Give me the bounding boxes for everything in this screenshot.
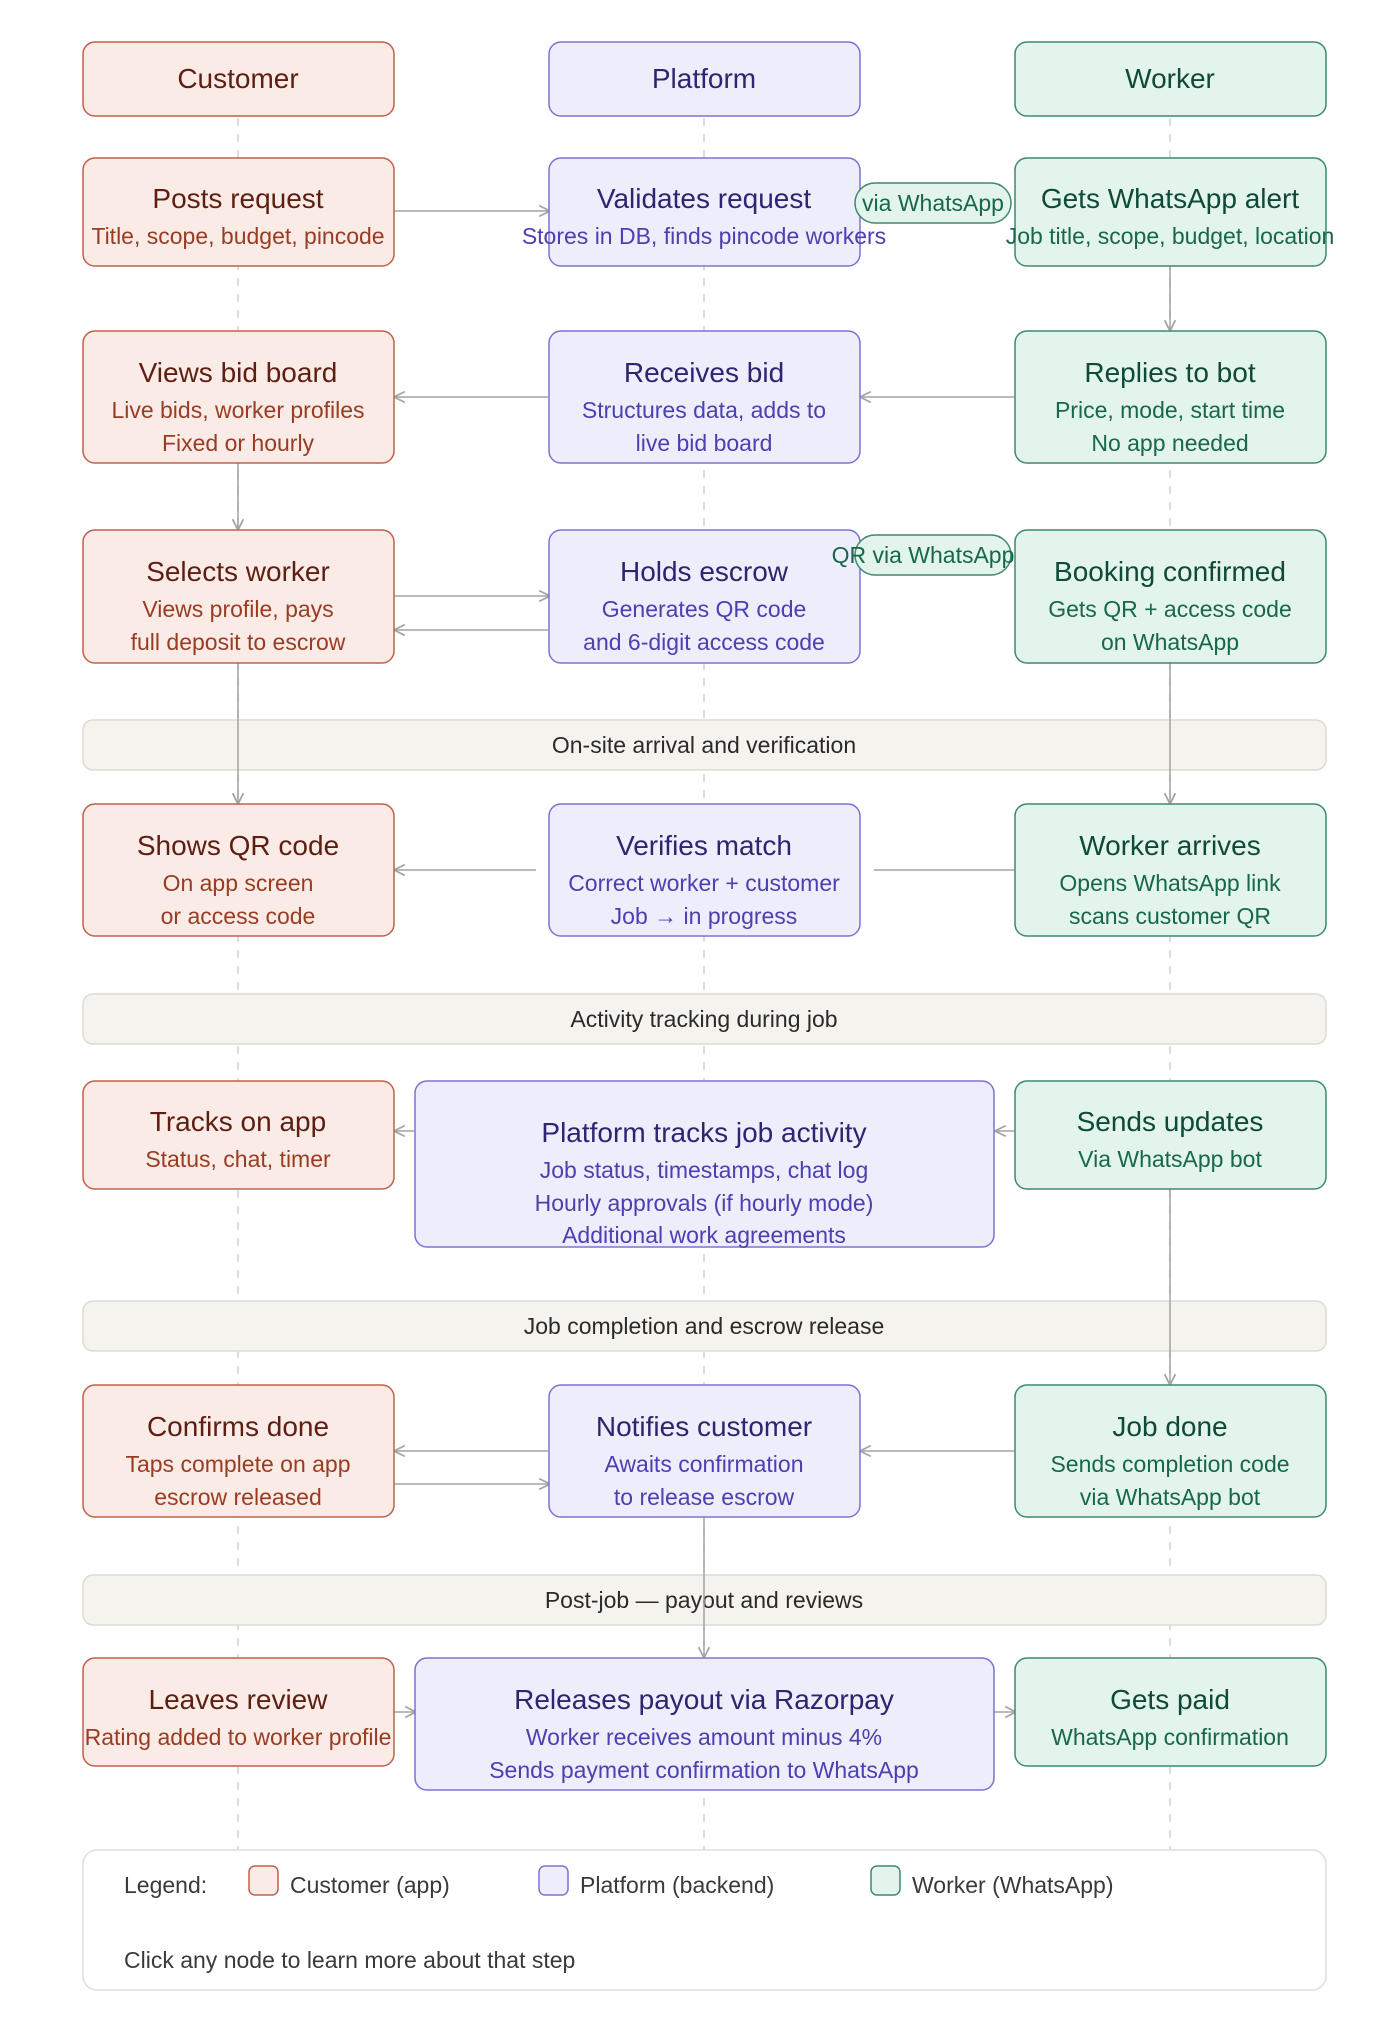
node-booking-confirmed[interactable]: Booking confirmed Gets QR + access code … bbox=[1014, 529, 1327, 664]
node-job-done[interactable]: Job done Sends completion code via Whats… bbox=[1014, 1384, 1327, 1518]
legend-swatch-worker bbox=[870, 1865, 901, 1896]
node-releases-payout[interactable]: Releases payout via Razorpay Worker rece… bbox=[414, 1657, 995, 1791]
node-gets-paid[interactable]: Gets paid WhatsApp confirmation bbox=[1014, 1657, 1327, 1767]
node-verifies-match[interactable]: Verifies match Correct worker + customer… bbox=[548, 803, 861, 937]
node-views-bid-board[interactable]: Views bid board Live bids, worker profil… bbox=[82, 330, 395, 464]
node-leaves-review[interactable]: Leaves review Rating added to worker pro… bbox=[82, 1657, 395, 1767]
node-gets-whatsapp-alert[interactable]: Gets WhatsApp alert Job title, scope, bu… bbox=[1006, 157, 1335, 267]
edge-label-via-whatsapp: via WhatsApp bbox=[854, 182, 1012, 224]
node-notifies-customer[interactable]: Notifies customer Awaits confirmation to… bbox=[548, 1384, 861, 1518]
node-selects-worker[interactable]: Selects worker Views profile, pays full … bbox=[82, 529, 395, 664]
lane-header-platform-label: Platform bbox=[652, 63, 756, 94]
phase-band-completion-label: Job completion and escrow release bbox=[524, 1313, 885, 1339]
legend: Legend: Customer (app) Platform (backend… bbox=[82, 1849, 1327, 1991]
edge-label-text: QR via WhatsApp bbox=[832, 542, 1015, 568]
legend-swatch-customer bbox=[248, 1865, 279, 1896]
legend-customer-label: Customer (app) bbox=[290, 1872, 450, 1898]
phase-band-completion: Job completion and escrow release bbox=[82, 1300, 1327, 1352]
edge-label-qr-via-whatsapp: QR via WhatsApp bbox=[832, 534, 1015, 576]
phase-band-arrival-label: On-site arrival and verification bbox=[552, 732, 856, 758]
lane-header-worker-label: Worker bbox=[1125, 63, 1215, 94]
legend-hint: Click any node to learn more about that … bbox=[124, 1947, 575, 1973]
legend-platform-label: Platform (backend) bbox=[580, 1872, 774, 1898]
node-replies-to-bot[interactable]: Replies to bot Price, mode, start time N… bbox=[1014, 330, 1327, 464]
lane-header-platform: Platform bbox=[548, 41, 861, 117]
node-posts-request[interactable]: Posts request Title, scope, budget, pinc… bbox=[82, 157, 395, 267]
legend-worker-label: Worker (WhatsApp) bbox=[912, 1872, 1114, 1898]
phase-band-arrival: On-site arrival and verification bbox=[82, 719, 1327, 771]
phase-band-activity: Activity tracking during job bbox=[82, 993, 1327, 1045]
node-sends-updates[interactable]: Sends updates Via WhatsApp bot bbox=[1014, 1080, 1327, 1190]
node-holds-escrow[interactable]: Holds escrow Generates QR code and 6-dig… bbox=[548, 529, 861, 664]
node-platform-tracks-activity[interactable]: Platform tracks job activity Job status,… bbox=[414, 1080, 995, 1248]
node-shows-qr-code[interactable]: Shows QR code On app screen or access co… bbox=[82, 803, 395, 937]
phase-band-activity-label: Activity tracking during job bbox=[570, 1006, 837, 1032]
node-receives-bid[interactable]: Receives bid Structures data, adds to li… bbox=[548, 330, 861, 464]
lane-header-customer: Customer bbox=[82, 41, 395, 117]
connectors bbox=[238, 211, 1170, 1712]
node-tracks-on-app[interactable]: Tracks on app Status, chat, timer bbox=[82, 1080, 395, 1190]
legend-swatch-platform bbox=[538, 1865, 569, 1896]
node-worker-arrives[interactable]: Worker arrives Opens WhatsApp link scans… bbox=[1014, 803, 1327, 937]
edge-label-text: via WhatsApp bbox=[862, 190, 1004, 216]
lane-header-customer-label: Customer bbox=[177, 63, 298, 94]
lane-header-worker: Worker bbox=[1014, 41, 1327, 117]
legend-label: Legend: bbox=[124, 1872, 207, 1898]
node-confirms-done[interactable]: Confirms done Taps complete on app escro… bbox=[82, 1384, 395, 1518]
node-validates-request[interactable]: Validates request Stores in DB, finds pi… bbox=[522, 157, 886, 267]
